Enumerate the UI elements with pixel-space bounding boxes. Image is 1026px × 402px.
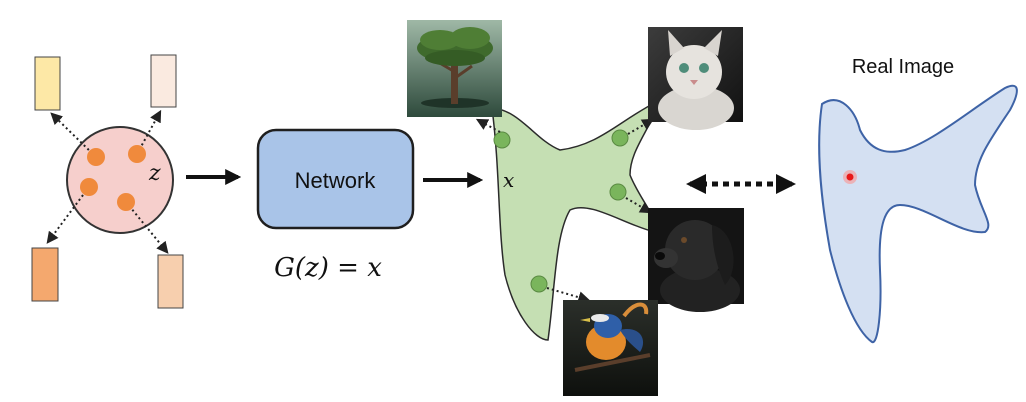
thumbnail-tree xyxy=(407,20,502,117)
latent-dot xyxy=(128,145,146,163)
generated-dot xyxy=(493,131,511,149)
latent-output-rect-top-left xyxy=(34,56,61,111)
latent-arrow-3 xyxy=(46,186,90,244)
real-image-point xyxy=(846,173,854,181)
latent-output-rect-top-right xyxy=(150,54,177,108)
latent-dot xyxy=(80,178,98,196)
generated-dot xyxy=(609,183,627,201)
thumbnail-cat xyxy=(648,27,743,130)
latent-arrow-1 xyxy=(50,112,97,158)
real-image-label: Real Image xyxy=(852,56,954,78)
generated-dot xyxy=(611,129,629,147)
network-label: Network xyxy=(295,168,377,193)
generated-dot xyxy=(530,275,548,293)
thumbnail-bird xyxy=(563,300,658,396)
latent-output-rect-bottom-right xyxy=(157,254,184,309)
latent-symbol: z xyxy=(148,161,161,186)
network-box xyxy=(256,128,415,230)
link-to-tree xyxy=(475,118,501,133)
manifold-symbol: x xyxy=(503,168,514,192)
real-image-manifold xyxy=(818,84,1018,344)
latent-dot xyxy=(87,148,105,166)
thumbnail-dog xyxy=(648,208,744,312)
latent-output-rect-bottom-left xyxy=(31,247,59,302)
latent-dot xyxy=(117,193,135,211)
generator-equation: G(z) = x xyxy=(274,253,382,283)
link-to-bird xyxy=(546,287,591,304)
latent-arrow-4 xyxy=(125,201,169,254)
